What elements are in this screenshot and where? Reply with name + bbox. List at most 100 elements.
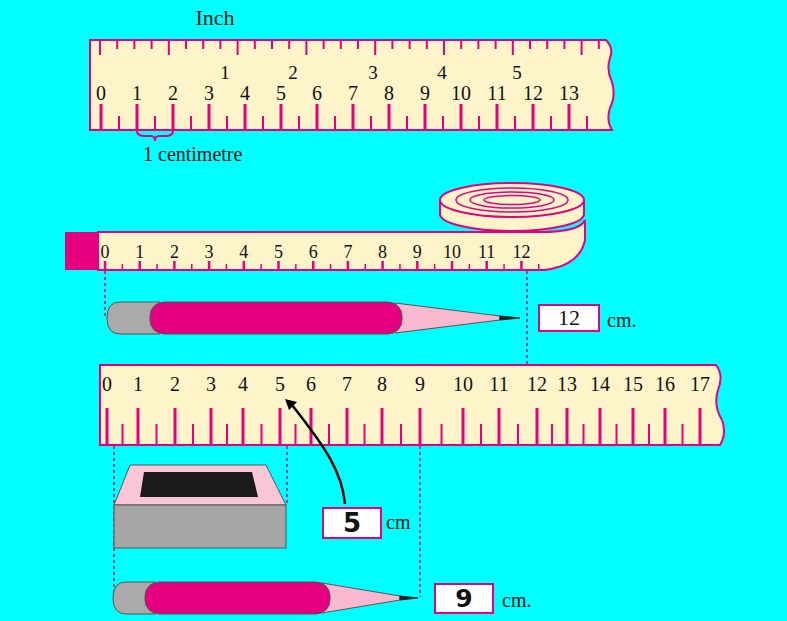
pencil-lead xyxy=(500,316,520,320)
cm-number: 13 xyxy=(559,83,579,103)
cm-number: 0 xyxy=(102,374,112,394)
cm-number: 16 xyxy=(655,374,675,394)
pointer-arrow xyxy=(292,405,345,504)
answer-value: 9 xyxy=(455,586,472,611)
tape-number: 10 xyxy=(443,243,461,261)
tick-mark xyxy=(616,424,618,445)
tick-mark xyxy=(295,264,297,270)
tape-number: 12 xyxy=(512,243,530,261)
tick-mark xyxy=(586,116,588,130)
cm-number: 10 xyxy=(453,374,473,394)
tick-mark xyxy=(462,408,465,445)
tick-mark xyxy=(477,41,479,49)
tape-number: 4 xyxy=(239,243,248,261)
tick-mark xyxy=(517,424,519,445)
tick-mark xyxy=(305,41,307,55)
tick-mark xyxy=(400,424,402,445)
tick-mark xyxy=(298,116,300,130)
tick-mark xyxy=(168,41,170,55)
tick-mark xyxy=(242,408,245,445)
tape-number: 0 xyxy=(101,243,110,261)
guide-line xyxy=(419,446,421,597)
tick-mark xyxy=(208,261,211,270)
cm-number: 12 xyxy=(523,83,543,103)
cm-number: 8 xyxy=(384,83,394,103)
tick-mark xyxy=(682,424,684,445)
tick-mark xyxy=(226,424,228,445)
inch-number: 2 xyxy=(288,63,298,82)
cm-number: 11 xyxy=(489,374,508,394)
tape-roll-ring xyxy=(456,188,568,212)
tick-mark xyxy=(262,116,264,130)
tape-tab xyxy=(65,232,98,270)
cm-number: 0 xyxy=(96,83,106,103)
tick-mark xyxy=(374,41,376,55)
tick-mark xyxy=(156,424,158,445)
unit-label: cm. xyxy=(502,590,531,610)
tick-mark xyxy=(632,408,635,445)
tick-mark xyxy=(546,41,548,49)
tick-mark xyxy=(316,104,319,130)
cm-number: 13 xyxy=(557,374,577,394)
tick-mark xyxy=(520,261,523,270)
tape-number: 1 xyxy=(135,243,144,261)
tick-mark xyxy=(104,261,107,270)
cm-number: 2 xyxy=(168,83,178,103)
tick-mark xyxy=(226,116,228,130)
tick-mark xyxy=(381,408,384,445)
tape-roll-ring xyxy=(484,196,540,205)
tick-mark xyxy=(419,408,422,445)
cm-number: 8 xyxy=(377,374,387,394)
tick-mark xyxy=(416,261,419,270)
tick-mark xyxy=(100,104,103,130)
cm-number: 4 xyxy=(240,83,250,103)
tick-mark xyxy=(583,424,585,445)
tick-mark xyxy=(328,424,330,445)
tick-mark xyxy=(581,41,583,55)
tick-mark xyxy=(406,116,408,130)
tick-mark xyxy=(156,264,158,270)
tick-mark xyxy=(190,116,192,130)
tick-mark xyxy=(237,41,239,55)
tick-mark xyxy=(277,261,280,270)
tick-mark xyxy=(485,261,488,270)
tick-mark xyxy=(664,408,667,445)
pencil-cone xyxy=(395,303,500,333)
tick-mark xyxy=(173,261,176,270)
tick-mark xyxy=(514,116,516,130)
guide-line xyxy=(286,446,288,505)
tick-mark xyxy=(598,41,600,49)
tape-number: 11 xyxy=(478,243,495,261)
tick-mark xyxy=(512,41,514,55)
unit-label: cm xyxy=(386,512,410,532)
tape-roll xyxy=(440,183,584,217)
cm-number: 9 xyxy=(415,374,425,394)
cm-number: 5 xyxy=(275,374,285,394)
tick-mark xyxy=(261,424,263,445)
tick-mark xyxy=(391,41,393,49)
tick-mark xyxy=(118,116,120,130)
tick-mark xyxy=(434,264,436,270)
tick-mark xyxy=(154,116,156,130)
cm-number: 14 xyxy=(590,374,610,394)
tick-mark xyxy=(260,264,262,270)
tick-mark xyxy=(151,41,153,49)
tick-mark xyxy=(532,104,535,130)
tape-number: 3 xyxy=(205,243,214,261)
tick-mark xyxy=(192,424,194,445)
cm-number: 9 xyxy=(420,83,430,103)
tick-mark xyxy=(388,104,391,130)
arrow-head xyxy=(285,399,297,410)
cm-number: 6 xyxy=(306,374,316,394)
tick-mark xyxy=(529,41,531,49)
tick-mark xyxy=(460,41,462,49)
tick-mark xyxy=(202,41,204,49)
tick-mark xyxy=(334,116,336,130)
tick-mark xyxy=(599,408,602,445)
tick-mark xyxy=(503,264,505,270)
answer-box: 9 xyxy=(434,583,494,614)
cm-number: 2 xyxy=(170,374,180,394)
cm-number: 1 xyxy=(132,83,142,103)
tick-mark xyxy=(185,41,187,49)
tick-mark xyxy=(568,104,571,130)
